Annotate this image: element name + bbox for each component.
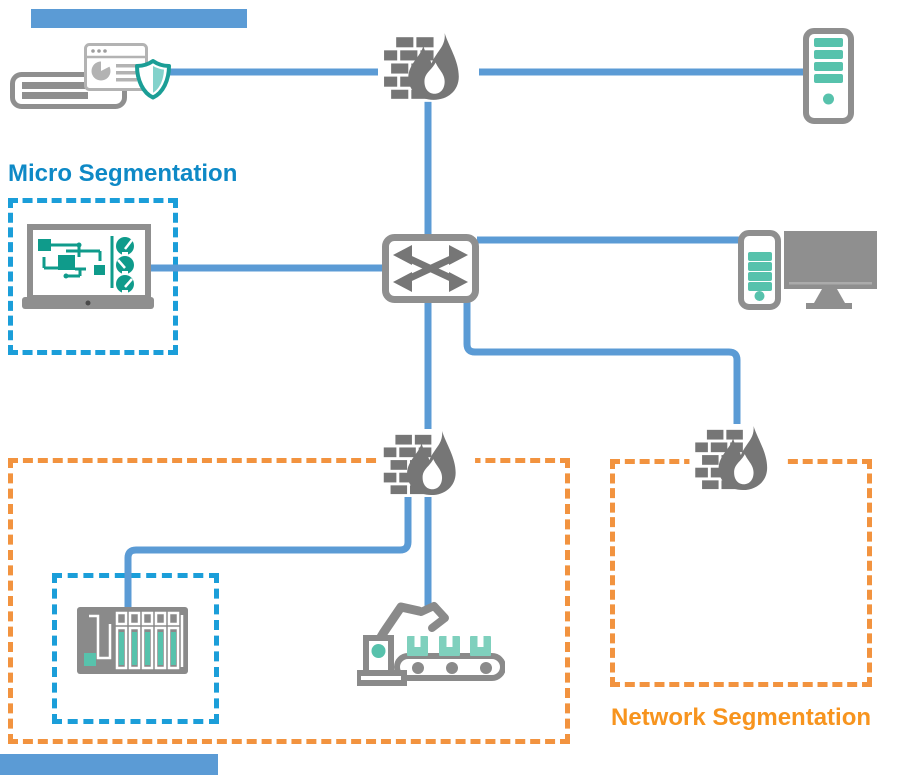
firewall-icon-top (378, 31, 479, 102)
firewall-icon-cell-right (688, 424, 788, 492)
network-segmentation-label: Network Segmentation (611, 704, 872, 731)
hmi-dashboard-icon (22, 224, 154, 312)
micro-segmentation-zone-hmi (8, 198, 178, 355)
plc-icon (77, 607, 188, 674)
network-segmentation-zone-left (8, 458, 570, 744)
management-console-icon (8, 40, 173, 110)
robot-conveyor-icon (357, 598, 505, 686)
server-icon (803, 28, 854, 124)
decorative-blue-bar-top (31, 9, 247, 28)
micro-segmentation-label: Micro Segmentation (8, 160, 238, 187)
decorative-blue-bar-bottom (0, 754, 218, 775)
firewall-icon-cell-left (377, 429, 476, 497)
link-firewall-plc (124, 496, 412, 609)
workstation-icon (738, 228, 878, 310)
micro-segmentation-zone-plc (52, 573, 219, 724)
link-switch-firewall-right (463, 301, 741, 425)
switch-icon (382, 234, 479, 303)
